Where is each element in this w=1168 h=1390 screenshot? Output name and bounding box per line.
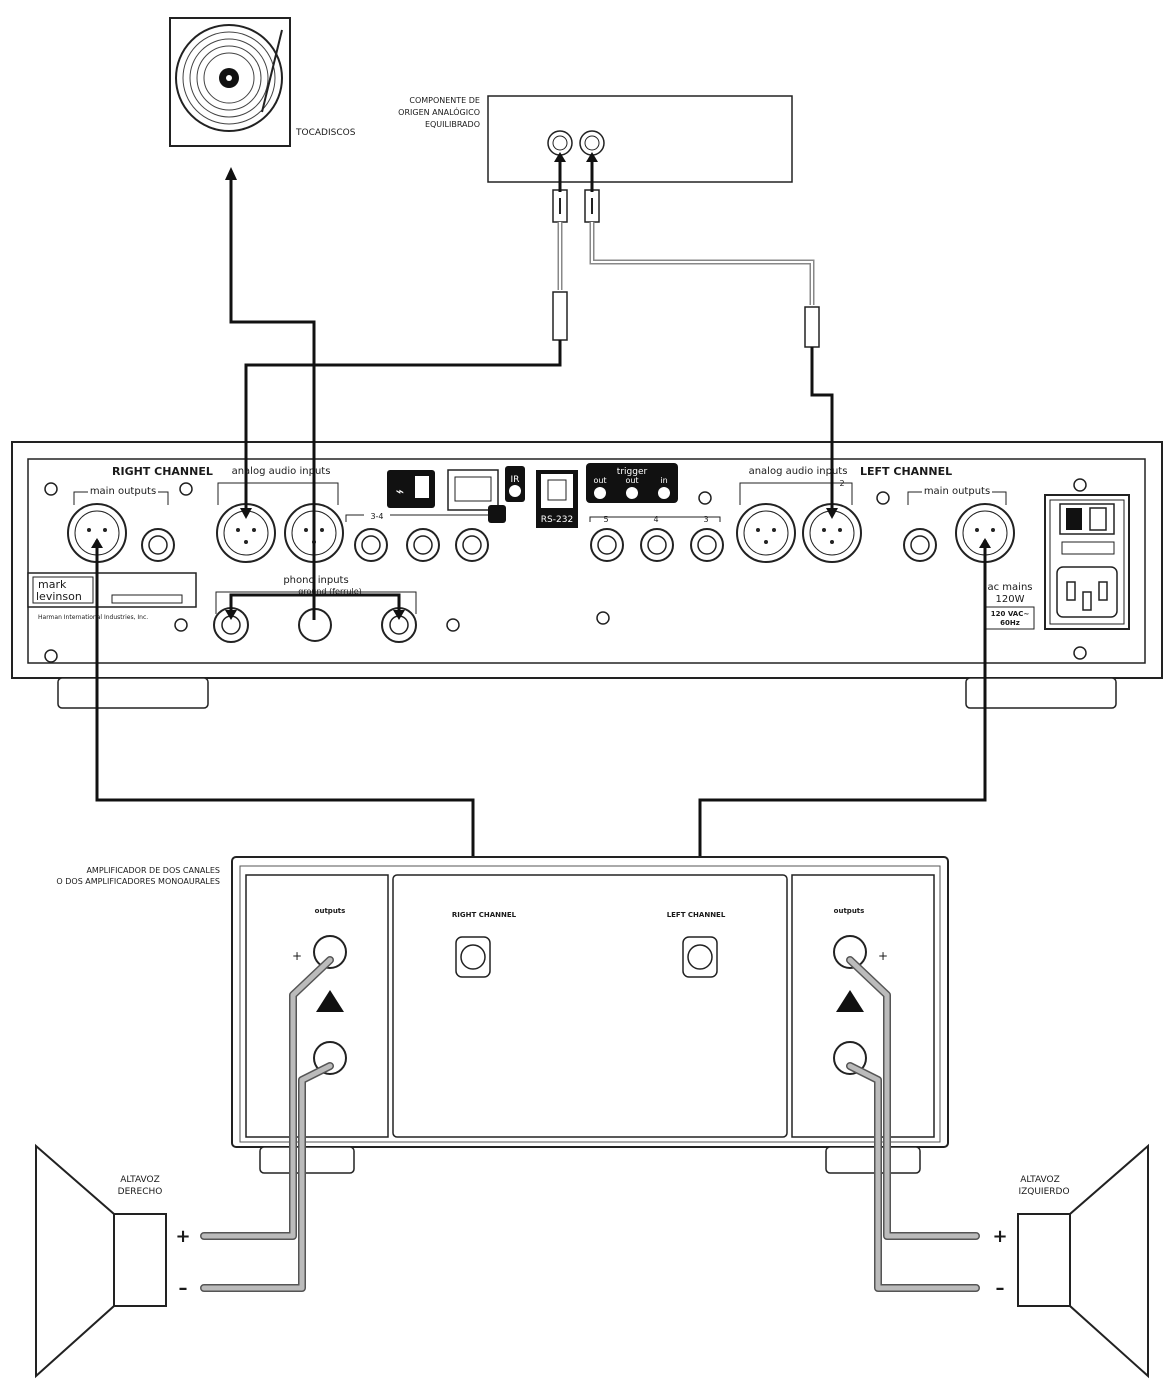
ir-port: IR xyxy=(505,466,525,502)
analog-inputs-right: analog audio inputs 3-4 xyxy=(216,463,495,563)
speaker-left: ALTAVOZ IZQUIERDO + – xyxy=(992,1143,1149,1379)
svg-text:⌁: ⌁ xyxy=(396,484,404,500)
svg-text:ac mains: ac mains xyxy=(988,582,1033,593)
svg-text:4: 4 xyxy=(653,515,658,524)
amp-title-line1: AMPLIFICADOR DE DOS CANALES xyxy=(86,866,220,875)
amp-outputs-right-label: outputs xyxy=(315,907,346,915)
svg-text:trigger: trigger xyxy=(617,467,648,477)
preamp-right-channel-label: RIGHT CHANNEL xyxy=(112,465,213,478)
svg-text:3: 3 xyxy=(703,515,708,524)
xlr-cables xyxy=(552,152,820,348)
speaker-left-label-line1: ALTAVOZ xyxy=(1020,1175,1060,1185)
rs232-port: RS-232 xyxy=(536,470,578,528)
amp-left-channel-label: LEFT CHANNEL xyxy=(667,911,726,919)
svg-text:analog audio inputs: analog audio inputs xyxy=(232,466,331,477)
main-outputs-right: main outputs xyxy=(67,484,175,563)
panel-screws xyxy=(44,478,1087,663)
ethernet-port xyxy=(447,469,506,523)
svg-text:main outputs: main outputs xyxy=(90,486,156,497)
speaker-right-label-line1: ALTAVOZ xyxy=(120,1175,160,1185)
speaker-right-minus: – xyxy=(179,1278,188,1299)
source-label-line2: ORIGEN ANALÓGICO xyxy=(398,106,480,117)
svg-text:in: in xyxy=(660,476,667,485)
phono-inputs: phono inputs ground (ferrule) xyxy=(213,573,417,643)
source-xlr-output-right xyxy=(547,130,573,156)
svg-text:3-4: 3-4 xyxy=(370,512,383,521)
power-amplifier: AMPLIFICADOR DE DOS CANALES O DOS AMPLIF… xyxy=(56,856,949,1174)
usb-port: ⌁ xyxy=(387,470,435,508)
amp-xlr-input-left xyxy=(682,936,718,978)
amp-right-channel-label: RIGHT CHANNEL xyxy=(452,911,517,919)
turntable: TOCADISCOS xyxy=(169,17,356,147)
source-xlr-output-left xyxy=(579,130,605,156)
speaker-wires xyxy=(200,956,980,1292)
maker-label: Harman International Industries, Inc. xyxy=(38,614,148,621)
svg-text:out: out xyxy=(625,476,638,485)
preamp-rear-panel: RIGHT CHANNEL LEFT CHANNEL main outputs xyxy=(11,441,1163,709)
speaker-right: ALTAVOZ DERECHO + – xyxy=(35,1143,191,1379)
amp-outputs-left-label: outputs xyxy=(834,907,865,915)
analog-inputs-rca-left: 5 4 3 xyxy=(589,515,724,562)
svg-text:5: 5 xyxy=(603,515,608,524)
amp-title-line2: O DOS AMPLIFICADORES MONOAURALES xyxy=(56,877,220,886)
source-label-line3: EQUILIBRADO xyxy=(425,120,480,129)
svg-text:120W: 120W xyxy=(996,594,1025,605)
svg-text:120 VAC~: 120 VAC~ xyxy=(991,610,1030,618)
svg-text:RS-232: RS-232 xyxy=(541,515,573,525)
speaker-left-plus: + xyxy=(992,1226,1007,1247)
speaker-left-label-line2: IZQUIERDO xyxy=(1018,1187,1069,1197)
speaker-right-label-line2: DERECHO xyxy=(118,1187,163,1197)
balanced-source: COMPONENTE DE ORIGEN ANALÓGICO EQUILIBRA… xyxy=(398,95,793,183)
svg-text:2: 2 xyxy=(839,479,844,488)
turntable-label: TOCADISCOS xyxy=(295,128,356,138)
ac-mains: ac mains 120W 120 VAC~ 60Hz xyxy=(985,494,1130,630)
main-outputs-left: main outputs xyxy=(903,484,1015,563)
svg-text:out: out xyxy=(593,476,606,485)
speaker-right-plus: + xyxy=(175,1226,190,1247)
brand-label: mark levinson Harman International Indus… xyxy=(27,572,197,621)
svg-text:ground (ferrule): ground (ferrule) xyxy=(298,587,361,596)
amp-plus-right-label: + xyxy=(292,949,302,963)
svg-text:phono inputs: phono inputs xyxy=(283,575,348,586)
amp-plus-left-label: + xyxy=(878,949,888,963)
brand-logo-line2: levinson xyxy=(36,590,82,603)
trigger-ports: trigger out out in xyxy=(586,463,678,503)
amp-xlr-input-right xyxy=(455,936,491,978)
svg-text:main outputs: main outputs xyxy=(924,486,990,497)
speaker-left-minus: – xyxy=(996,1278,1005,1299)
source-label-line1: COMPONENTE DE xyxy=(409,96,480,105)
amp-binding-posts-left xyxy=(833,935,867,1075)
analog-inputs-left: analog audio inputs 2 xyxy=(736,463,862,563)
brand-logo-line1: mark xyxy=(38,578,67,591)
svg-text:analog audio inputs: analog audio inputs xyxy=(749,466,848,477)
preamp-left-channel-label: LEFT CHANNEL xyxy=(860,465,952,478)
svg-text:60Hz: 60Hz xyxy=(1000,619,1020,627)
svg-text:IR: IR xyxy=(511,475,520,485)
